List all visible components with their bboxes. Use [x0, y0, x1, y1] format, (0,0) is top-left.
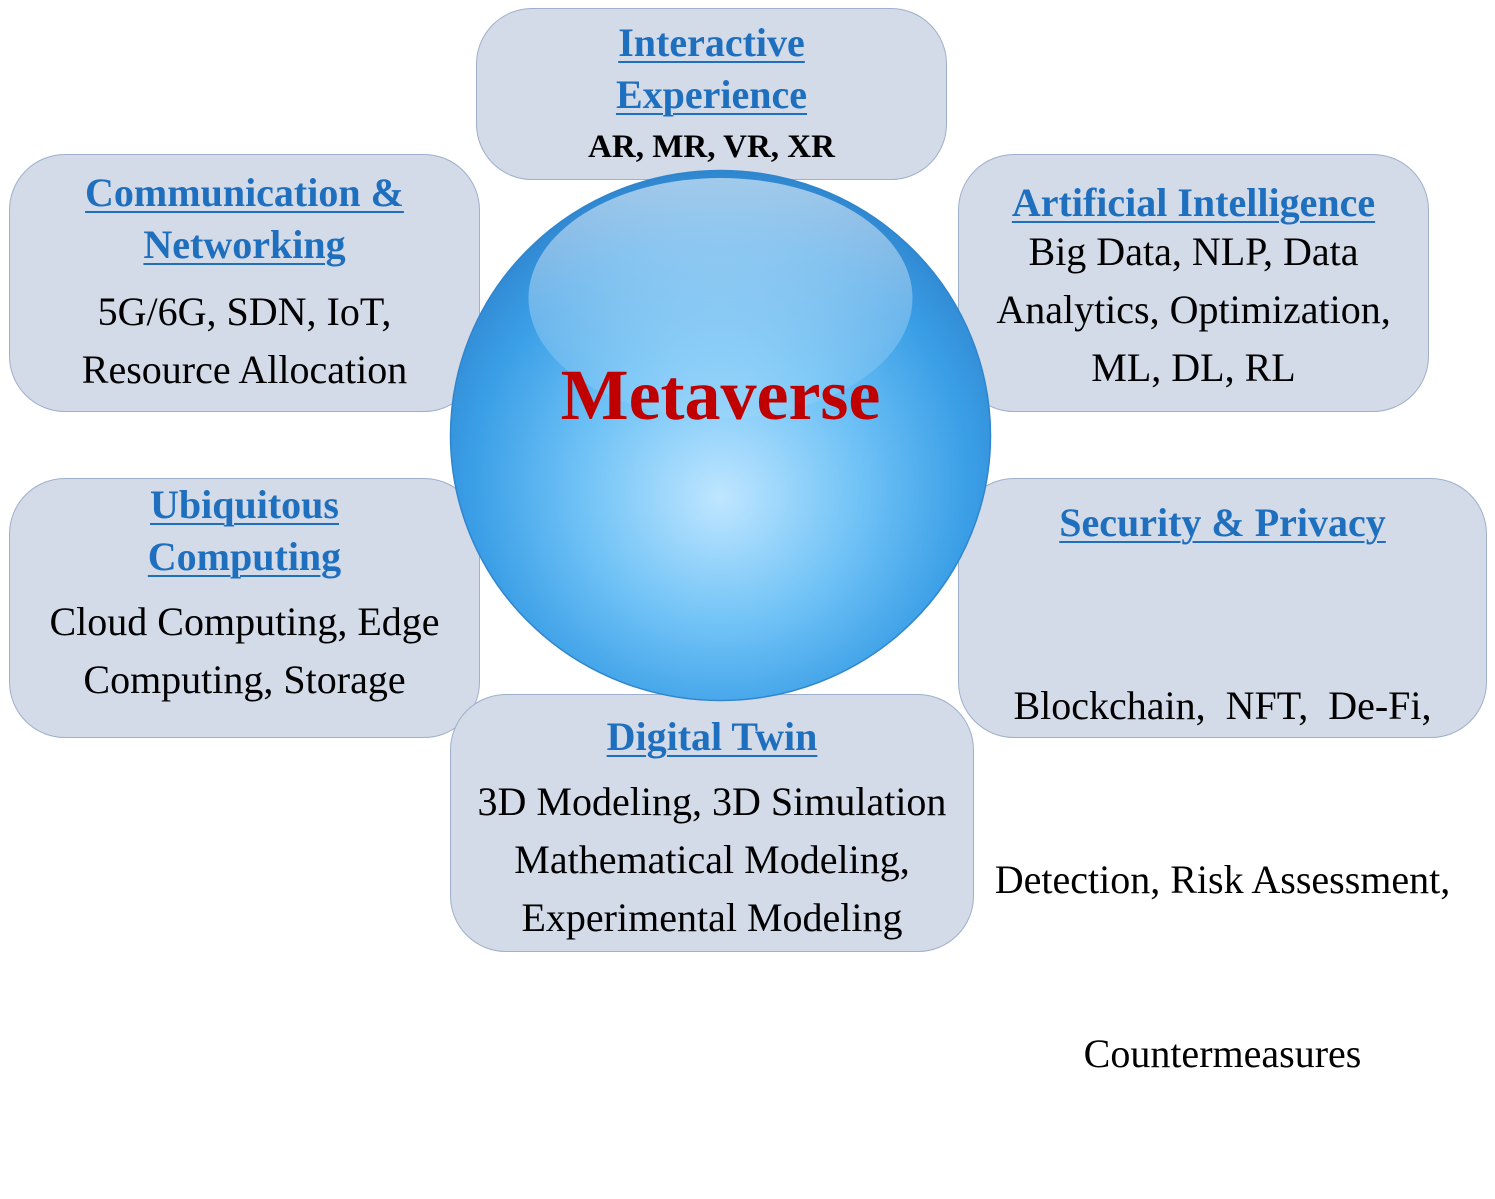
title-line: Networking: [143, 222, 346, 267]
box-interactive-experience: Interactive Experience AR, MR, VR, XR: [476, 8, 947, 180]
box-title: Ubiquitous Computing: [10, 479, 479, 583]
title-line: Interactive: [618, 20, 805, 65]
items-line: Big Data, NLP, Data: [1028, 229, 1359, 274]
box-title: Communication & Networking: [10, 167, 479, 271]
title-line: Security & Privacy: [1059, 500, 1386, 545]
items-line: Cloud Computing, Edge: [49, 599, 440, 644]
box-security-privacy: Security & Privacy Blockchain, NFT, De-F…: [958, 478, 1487, 1076]
title-line: Ubiquitous: [150, 482, 339, 527]
items-line: Computing, Storage: [83, 657, 406, 702]
metaverse-sphere: [449, 169, 992, 702]
items-line: Countermeasures: [1083, 1031, 1362, 1076]
box-items: Cloud Computing, Edge Computing, Storage: [10, 593, 479, 709]
box-ubiquitous-computing: Ubiquitous Computing Cloud Computing, Ed…: [9, 478, 480, 738]
box-items: 3D Modeling, 3D Simulation Mathematical …: [451, 773, 973, 947]
items-line: Analytics, Optimization,: [996, 287, 1391, 332]
box-items: Big Data, NLP, Data Analytics, Optimizat…: [959, 223, 1428, 397]
center-label: Metaverse: [560, 355, 881, 435]
box-title: Digital Twin: [451, 711, 973, 763]
items-line: 3D Modeling, 3D Simulation: [477, 779, 947, 824]
items-line: Blockchain, NFT, De-Fi,: [1013, 683, 1432, 728]
box-title: Artificial Intelligence: [959, 177, 1428, 229]
box-items: Blockchain, NFT, De-Fi, Detection, Risk …: [959, 561, 1486, 1199]
box-title: Security & Privacy: [959, 497, 1486, 549]
box-communication-networking: Communication & Networking 5G/6G, SDN, I…: [9, 154, 480, 412]
box-digital-twin: Digital Twin 3D Modeling, 3D Simulation …: [450, 694, 974, 952]
box-title: Interactive Experience: [477, 17, 946, 121]
box-items: 5G/6G, SDN, IoT, Resource Allocation: [10, 283, 479, 399]
title-line: Communication &: [85, 170, 404, 215]
items-line: Detection, Risk Assessment,: [994, 857, 1451, 902]
title-line: Digital Twin: [606, 714, 818, 759]
items-line: Experimental Modeling: [521, 895, 903, 940]
items-line: 5G/6G, SDN, IoT,: [97, 289, 392, 334]
title-line: Experience: [615, 72, 808, 117]
box-items: AR, MR, VR, XR: [477, 125, 946, 169]
items-line: Mathematical Modeling,: [514, 837, 910, 882]
box-artificial-intelligence: Artificial Intelligence Big Data, NLP, D…: [958, 154, 1429, 412]
sphere-gloss: [528, 178, 913, 418]
items-line: ML, DL, RL: [1091, 345, 1296, 390]
items-line: AR, MR, VR, XR: [588, 129, 835, 165]
title-line: Artificial Intelligence: [1011, 180, 1376, 225]
items-line: Resource Allocation: [81, 347, 408, 392]
title-line: Computing: [147, 534, 342, 579]
